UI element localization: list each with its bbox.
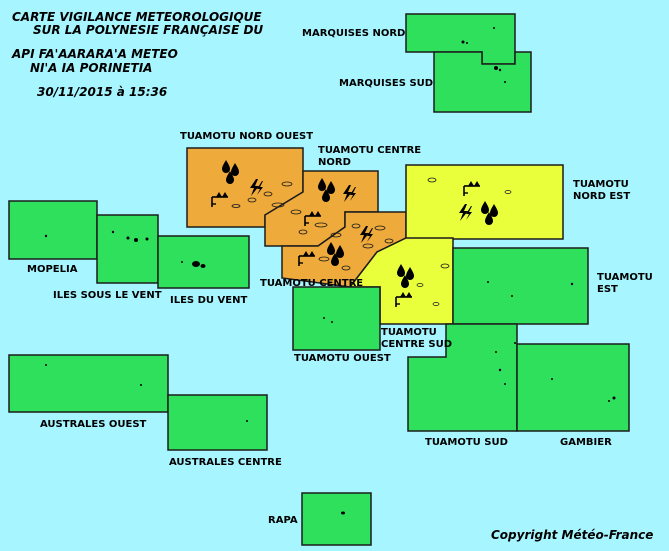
zone-rapa[interactable] <box>301 492 372 546</box>
zone-iles-sous-le-vent[interactable] <box>96 214 159 284</box>
header-line-2: SUR LA POLYNESIE FRANÇAISE DU <box>33 23 264 37</box>
zone-label-rapa: RAPA <box>268 515 298 526</box>
zone-label-iles-du-vent: ILES DU VENT <box>170 295 248 306</box>
header-line-3: API FA'AARARA'A METEO <box>12 47 178 61</box>
zone-label-iles-sous-le-vent: ILES SOUS LE VENT <box>53 290 162 301</box>
atoll-outlines <box>231 177 512 306</box>
zone-label-tuamotu-sud: TUAMOTU SUD <box>425 437 508 448</box>
zone-tuamotu-est[interactable] <box>452 247 589 325</box>
zone-tuamotu-ouest[interactable] <box>292 286 381 351</box>
zone-iles-du-vent[interactable] <box>157 235 250 289</box>
zone-label-marquises-sud: MARQUISES SUD <box>339 78 434 89</box>
zone-label-mopelia: MOPELIA <box>27 264 78 275</box>
zone-label-tuamotu-nord-ouest: TUAMOTU NORD OUEST <box>180 131 314 142</box>
header-datetime: 30/11/2015 à 15:36 <box>37 85 168 99</box>
zone-label-gambier: GAMBIER <box>560 437 612 448</box>
zone-mopelia[interactable] <box>8 200 98 260</box>
zone-tuamotu-sud[interactable] <box>407 323 518 432</box>
header-line-4: NI'A IA PORINETIA <box>30 61 153 75</box>
copyright: Copyright Météo-France <box>491 528 654 542</box>
zone-label-tuamotu-centre: TUAMOTU CENTRE <box>260 278 364 289</box>
zone-australes-ouest[interactable] <box>8 354 169 413</box>
zone-label-marquises-nord: MARQUISES NORD <box>302 28 406 39</box>
zone-label-australes-centre: AUSTRALES CENTRE <box>169 457 282 468</box>
zone-label-tuamotu-ouest: TUAMOTU OUEST <box>294 353 391 364</box>
header-line-1: CARTE VIGILANCE METEOROLOGIQUE <box>12 10 262 24</box>
zone-label-australes-ouest: AUSTRALES OUEST <box>40 419 147 430</box>
zone-marquises-sud[interactable] <box>433 51 532 113</box>
zone-gambier[interactable] <box>516 343 630 432</box>
zone-australes-centre[interactable] <box>167 394 268 451</box>
